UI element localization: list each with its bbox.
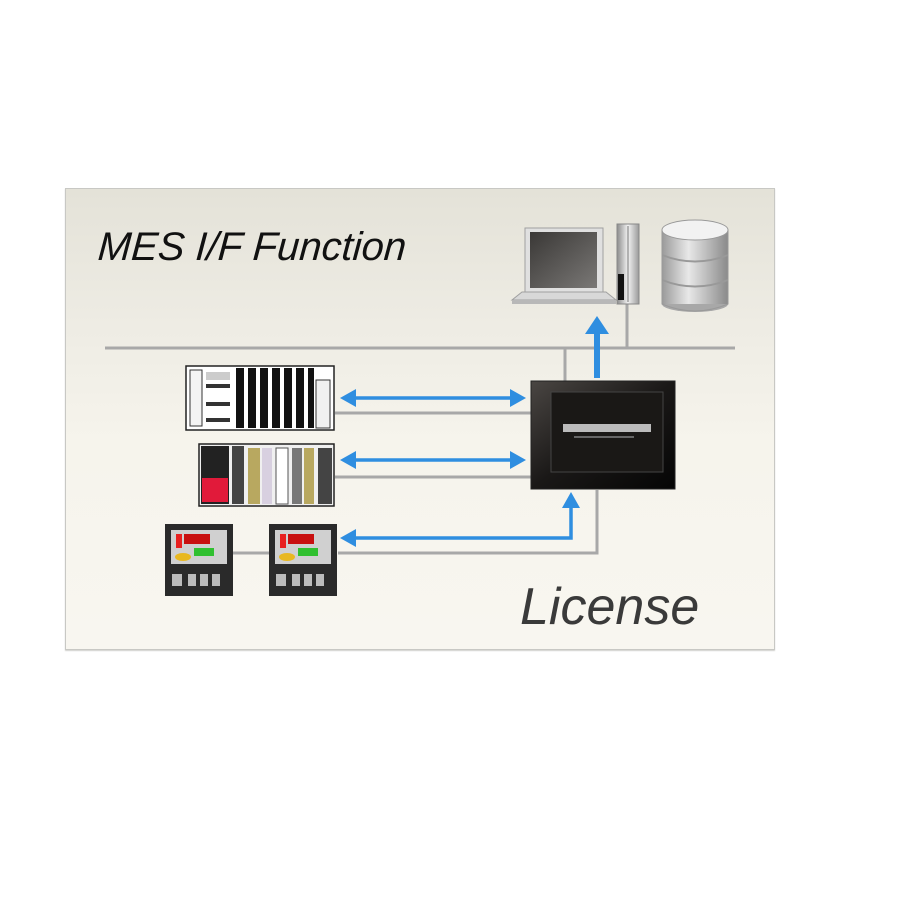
license-label: License bbox=[520, 578, 700, 636]
hmi-panel-icon bbox=[530, 380, 676, 490]
plc-rack-2-icon bbox=[198, 443, 335, 507]
laptop-icon bbox=[510, 227, 618, 304]
temperature-controller-1-icon bbox=[165, 524, 233, 596]
plc-rack-1-icon bbox=[185, 365, 335, 431]
network-lines bbox=[105, 300, 735, 555]
arrow-hmi-to-pc bbox=[585, 316, 609, 378]
server-tower-icon bbox=[616, 223, 640, 305]
controller-bus-line bbox=[338, 490, 599, 555]
database-icon bbox=[661, 219, 729, 312]
arrow-hmi-plc1 bbox=[340, 389, 526, 407]
data-flow-arrows bbox=[340, 316, 609, 547]
arrow-hmi-plc2 bbox=[340, 451, 526, 469]
temperature-controller-2-icon bbox=[269, 524, 337, 596]
arrow-hmi-controller bbox=[340, 492, 580, 547]
